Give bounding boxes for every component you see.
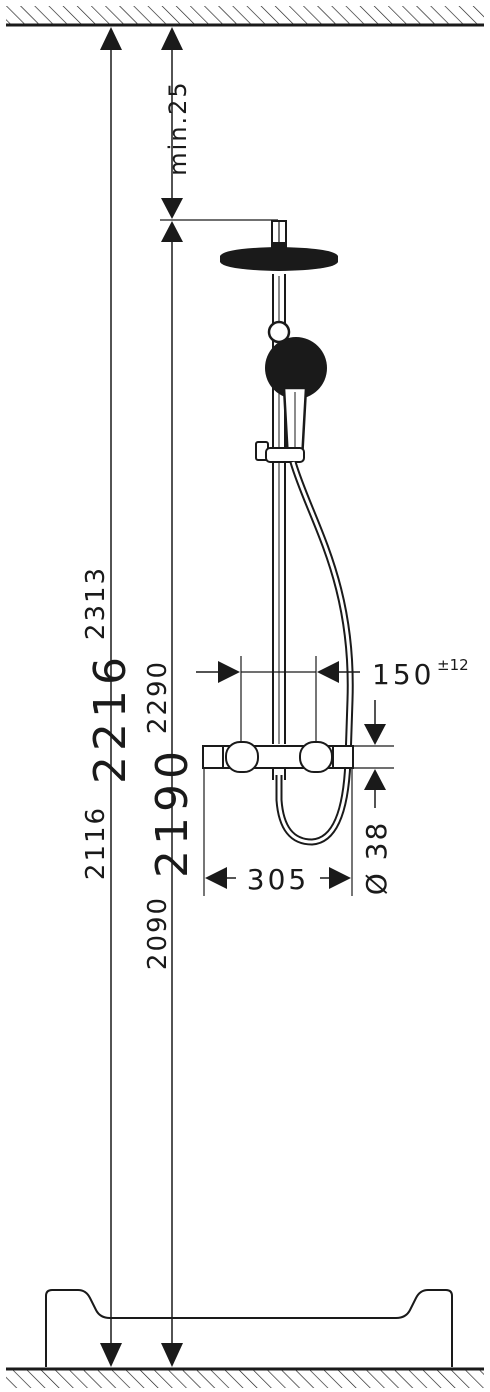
label-mixer-diameter: Ø 38 [360, 821, 393, 896]
label-inlet-spacing: 150 [372, 658, 434, 691]
label-total-height-small-top: 2290 [143, 660, 173, 734]
dimension-line-total-height [100, 27, 122, 1367]
label-mixer-width: 305 [247, 863, 309, 896]
label-total-height-small: 2190 [147, 746, 198, 878]
dimension-line-head-height [160, 27, 278, 1367]
column-knuckle [267, 320, 291, 344]
label-total-height-small-bottom: 2090 [143, 896, 173, 970]
shower-column [271, 220, 287, 744]
overhead-shower-head [220, 243, 338, 271]
label-total-height-large-bottom: 2116 [81, 806, 111, 880]
floor-with-shower-tray [6, 1289, 484, 1388]
label-total-height-large: 2216 [85, 652, 136, 784]
shower-hose [275, 461, 354, 846]
dimension-mixer-width [203, 768, 353, 896]
dimension-mixer-diameter [352, 700, 394, 808]
ceiling [6, 6, 484, 27]
label-total-height-large-top: 2313 [81, 566, 111, 640]
hand-shower-holder [255, 441, 305, 463]
dimension-inlet-spacing [196, 656, 360, 742]
hand-shower [265, 337, 327, 462]
label-inlet-spacing-tolerance: ±12 [437, 656, 469, 674]
shower-tray [45, 1289, 453, 1367]
thermostatic-mixer [202, 741, 354, 780]
label-min-clearance: min.25 [164, 80, 192, 175]
